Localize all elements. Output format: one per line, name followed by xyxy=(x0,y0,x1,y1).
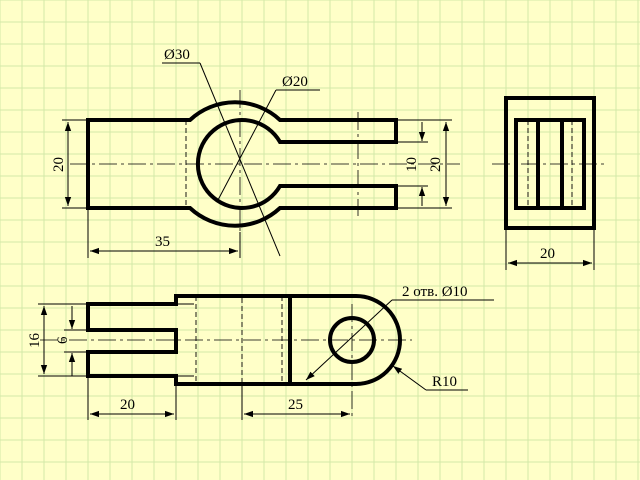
radius-leader xyxy=(392,365,427,391)
side-view-outer-frame xyxy=(504,96,596,230)
holes-note-leader xyxy=(305,299,393,381)
dim-length-label: 35 xyxy=(155,234,170,250)
bottom-view-outline xyxy=(86,294,402,386)
radius-label: R10 xyxy=(432,374,457,390)
diameter-30-label: Ø30 xyxy=(164,47,190,63)
diameter-20-leader xyxy=(217,89,277,201)
holes-note-label: 2 отв. Ø10 xyxy=(402,284,468,300)
front-view: Ø30 Ø20 20 10 20 35 xyxy=(51,47,460,258)
dim-bottom-left-label: 20 xyxy=(120,397,135,413)
dim-bottom-height-label: 16 xyxy=(27,333,43,349)
dim-height-left-label: 20 xyxy=(51,157,67,172)
diameter-30-leader xyxy=(199,62,281,257)
side-view: 20 xyxy=(492,96,608,270)
diameter-20-label: Ø20 xyxy=(282,74,308,90)
dim-height-right-label: 20 xyxy=(428,157,444,172)
bottom-view: 16 6 20 25 2 отв. Ø10 R10 xyxy=(27,284,494,420)
front-view-outline xyxy=(86,100,398,228)
dim-side-width-label: 20 xyxy=(540,246,555,262)
dim-slot-label: 10 xyxy=(404,157,420,172)
dim-bottom-slot-label: 6 xyxy=(55,336,71,344)
dim-hole-offset-label: 25 xyxy=(288,397,303,413)
